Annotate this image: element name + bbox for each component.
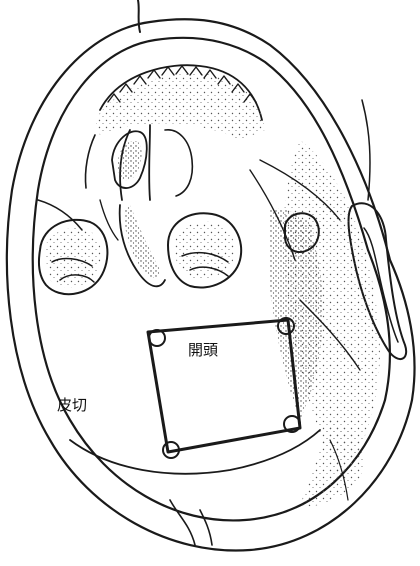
craniotomy-window [148,320,300,452]
lambdoid-suture [170,500,212,545]
skin-incision-label: 皮切 [57,396,87,414]
craniotomy-label: 開頭 [188,341,218,359]
hair-line [138,0,140,32]
